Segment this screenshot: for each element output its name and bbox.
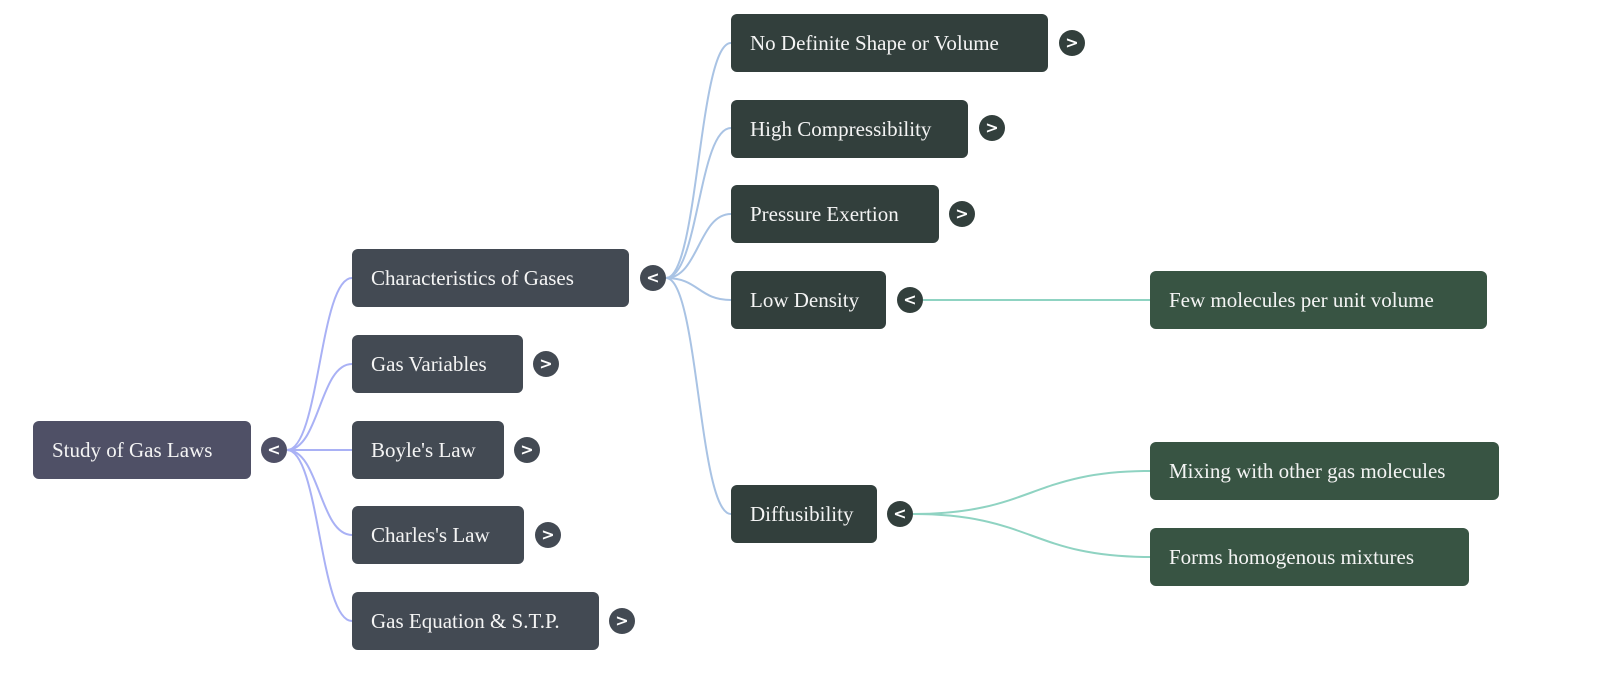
node-mixing-with-other-gas-molecules[interactable]: Mixing with other gas molecules xyxy=(1150,442,1499,500)
node-diffusibility[interactable]: Diffusibility xyxy=(731,485,877,543)
node-boyles-law[interactable]: Boyle's Law xyxy=(352,421,504,479)
node-label: Characteristics of Gases xyxy=(371,266,574,290)
node-label: No Definite Shape or Volume xyxy=(750,31,999,55)
expand-toggle-icon[interactable]: > xyxy=(533,351,559,377)
node-label: Mixing with other gas molecules xyxy=(1169,459,1446,483)
connector-link xyxy=(665,42,732,279)
connector-link xyxy=(912,513,1151,558)
expand-toggle-icon[interactable]: > xyxy=(535,522,561,548)
expand-toggle-icon[interactable]: > xyxy=(949,201,975,227)
node-label: Gas Variables xyxy=(371,352,487,376)
connector-link xyxy=(665,213,732,279)
connector-link xyxy=(665,127,732,279)
node-label: Pressure Exertion xyxy=(750,202,899,226)
node-label: Low Density xyxy=(750,288,860,312)
collapse-toggle-icon[interactable]: < xyxy=(640,265,666,291)
root-node[interactable]: Study of Gas Laws xyxy=(33,421,251,479)
node-pressure-exertion[interactable]: Pressure Exertion xyxy=(731,185,939,243)
connector-link xyxy=(665,277,732,301)
node-few-molecules-per-unit-volume[interactable]: Few molecules per unit volume xyxy=(1150,271,1487,329)
node-label: Charles's Law xyxy=(371,523,490,547)
node-forms-homogenous-mixtures[interactable]: Forms homogenous mixtures xyxy=(1150,528,1469,586)
expand-toggle-icon[interactable]: > xyxy=(514,437,540,463)
node-gas-equation-stp[interactable]: Gas Equation & S.T.P. xyxy=(352,592,599,650)
node-high-compressibility[interactable]: High Compressibility xyxy=(731,100,968,158)
root-node-label: Study of Gas Laws xyxy=(52,438,213,462)
node-label: Few molecules per unit volume xyxy=(1169,288,1434,312)
node-label: High Compressibility xyxy=(750,117,932,141)
node-charles-law[interactable]: Charles's Law xyxy=(352,506,524,564)
node-low-density[interactable]: Low Density xyxy=(731,271,886,329)
connector-link xyxy=(286,449,353,536)
expand-toggle-icon[interactable]: > xyxy=(1059,30,1085,56)
collapse-toggle-icon[interactable]: < xyxy=(897,287,923,313)
collapse-toggle-icon[interactable]: < xyxy=(261,437,287,463)
connector-link xyxy=(665,277,732,515)
node-label: Diffusibility xyxy=(750,502,854,526)
node-label: Gas Equation & S.T.P. xyxy=(371,609,560,633)
collapse-toggle-icon[interactable]: < xyxy=(887,501,913,527)
connector-link xyxy=(286,277,353,451)
node-label: Forms homogenous mixtures xyxy=(1169,545,1414,569)
connector-link xyxy=(912,470,1151,515)
expand-toggle-icon[interactable]: > xyxy=(609,608,635,634)
node-no-definite-shape-or-volume[interactable]: No Definite Shape or Volume xyxy=(731,14,1048,72)
expand-toggle-icon[interactable]: > xyxy=(979,115,1005,141)
connector-link xyxy=(286,363,353,451)
node-label: Boyle's Law xyxy=(371,438,476,462)
node-characteristics-of-gases[interactable]: Characteristics of Gases xyxy=(352,249,629,307)
node-gas-variables[interactable]: Gas Variables xyxy=(352,335,523,393)
connector-link xyxy=(286,449,353,622)
